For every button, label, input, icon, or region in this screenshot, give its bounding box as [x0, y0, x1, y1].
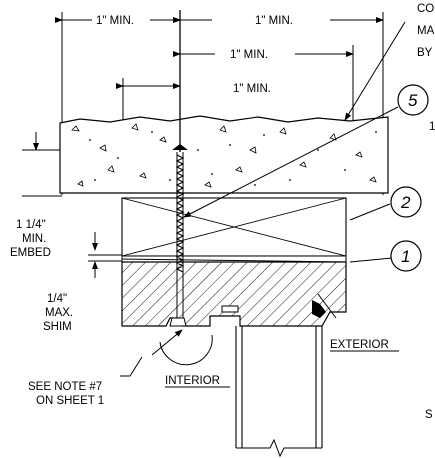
shim-line-3: SHIM: [43, 321, 72, 333]
embed-line-3: EMBED: [10, 247, 51, 259]
dim-text-4: 1" MIN.: [233, 83, 271, 95]
embed-line-2: MIN.: [22, 233, 46, 245]
callout-bubble-5: 5: [397, 84, 429, 116]
edge-text-co: CO: [417, 3, 434, 15]
dim-text-3: 1" MIN.: [230, 49, 268, 61]
callout-2-number: 2: [400, 193, 411, 212]
dim-text-2: 1" MIN.: [255, 15, 293, 27]
concrete-slab: [59, 115, 389, 194]
wood-blocking: [121, 197, 347, 257]
anchor-screw: [172, 10, 188, 318]
shim-line-1: 1/4": [47, 293, 67, 305]
exterior-label: EXTERIOR: [330, 339, 389, 351]
callout-bubble-2: 2: [390, 186, 422, 218]
wall-section: [235, 326, 323, 458]
shim-label: 1/4" MAX. SHIM: [43, 293, 73, 333]
window-frame: [121, 261, 347, 327]
edge-text-1: 1: [429, 121, 435, 133]
dimension-texts: 1" MIN. 1" MIN. 1" MIN. 1" MIN.: [96, 15, 293, 95]
leader-lines: [120, 21, 406, 377]
edge-text-by: BY: [417, 47, 433, 59]
note-line-1: SEE NOTE #7: [28, 381, 102, 393]
callout-bubble-1: 1: [390, 240, 422, 272]
edge-text-s: S: [425, 409, 433, 421]
side-labels: INTERIOR EXTERIOR: [165, 339, 399, 388]
interior-label: INTERIOR: [165, 375, 220, 387]
note-label: SEE NOTE #7 ON SHEET 1: [28, 381, 104, 407]
embed-label: 1 1/4" MIN. EMBED: [10, 219, 51, 259]
shim-line-2: MAX.: [45, 307, 73, 319]
cropped-edge-texts: CO MA BY 1 S: [417, 3, 435, 421]
embed-line-1: 1 1/4": [16, 219, 46, 231]
callout-5-number: 5: [408, 91, 418, 110]
dim-text-1: 1" MIN.: [96, 15, 134, 27]
shim: [121, 255, 347, 263]
edge-text-ma: MA: [417, 25, 435, 37]
callout-1-number: 1: [401, 247, 410, 266]
note-line-2: ON SHEET 1: [36, 395, 104, 407]
